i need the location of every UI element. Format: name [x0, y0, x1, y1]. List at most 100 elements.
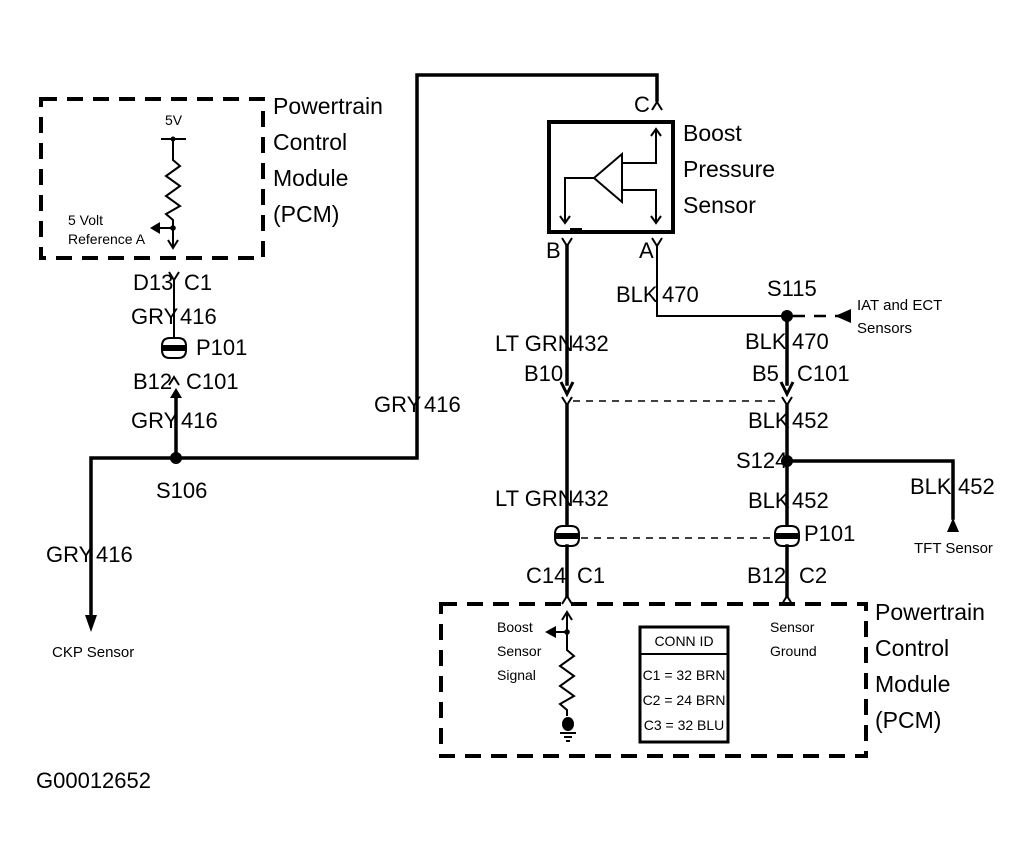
- sensor-internal-a: [622, 189, 657, 223]
- wire-upper-circuit: 416: [180, 304, 217, 329]
- figure-id: G00012652: [36, 768, 151, 793]
- pcm-top-title-1: Powertrain: [273, 93, 383, 119]
- amplifier-icon: [592, 151, 623, 205]
- splice-s124-label: S124: [736, 448, 787, 473]
- ckp-sensor-label: CKP Sensor: [52, 644, 134, 661]
- splice-s115-label: S115: [767, 276, 817, 301]
- wire-sensor-color: GRY: [374, 392, 422, 417]
- pcm-bottom-title-4: (PCM): [875, 707, 941, 733]
- output-arrow-icon: [167, 239, 179, 250]
- tft-arrow-icon: [947, 518, 959, 532]
- pullup-resistor-icon: [164, 139, 182, 246]
- reference-arrow-icon: [150, 222, 160, 234]
- voltage-5v-label: 5V: [165, 112, 183, 128]
- wire-lower-circuit: 416: [181, 408, 218, 433]
- pcm-top-title-2: Control: [273, 129, 347, 155]
- pcm-pin-d13: D13: [133, 270, 173, 295]
- inline-connector-signal-icon: [553, 525, 581, 547]
- wire-432-lower-color: LT GRN: [495, 486, 574, 511]
- c14-pin-fork-icon: [561, 594, 573, 605]
- wire-sensor-circuit: 416: [424, 392, 461, 417]
- pcm-top-title-4: (PCM): [273, 201, 339, 227]
- sensor-internal-c: [622, 130, 657, 164]
- wire-gry-416-ckp: [89, 456, 178, 620]
- wire-ckp-circuit: 416: [96, 542, 133, 567]
- sensor-title-3: Sensor: [683, 192, 756, 218]
- tft-sensor-label: TFT Sensor: [914, 540, 993, 557]
- pcm-pin-c14: C14: [526, 563, 566, 588]
- sensor-title-2: Pressure: [683, 156, 775, 182]
- ground-down-arrow-icon: [779, 381, 795, 398]
- wire-blk-452-tft: [785, 459, 955, 520]
- wire-lower-color: GRY: [131, 408, 179, 433]
- ckp-arrow-icon: [85, 615, 97, 632]
- pcm-connector-c2: C2: [799, 563, 827, 588]
- sensor-pin-c: C: [634, 92, 650, 117]
- iat-ect-arrow-icon: [835, 309, 851, 323]
- wire-470-b-circuit: 470: [792, 329, 829, 354]
- reference-label-2: Reference A: [68, 231, 146, 247]
- boost-signal-label-3: Signal: [497, 667, 536, 683]
- pcm-bottom-title-2: Control: [875, 635, 949, 661]
- inline-connector-p101-icon: [160, 337, 188, 359]
- signal-arrow-icon: [545, 626, 556, 638]
- inline-connector-p101-ground: P101: [804, 521, 855, 546]
- c101-pin-fork-icon: [168, 375, 180, 386]
- wire-upper-color: GRY: [131, 304, 179, 329]
- inline-connector-p101-ground-icon: [773, 525, 801, 547]
- pcm-pin-b12: B12: [747, 563, 786, 588]
- sensor-pin-a: A: [639, 238, 654, 263]
- splice-s106-label: S106: [156, 478, 207, 503]
- wire-452-d-color: BLK: [748, 488, 790, 513]
- c101-up-arrow-icon: [170, 388, 182, 398]
- c101-pin-b12: B12: [133, 369, 172, 394]
- conn-id-row-2: C2 = 24 BRN: [643, 692, 726, 708]
- conn-id-row-3: C3 = 32 BLU: [644, 717, 725, 733]
- wire-470-a-color: BLK: [616, 282, 658, 307]
- boost-signal-label-1: Boost: [497, 619, 533, 635]
- wire-452-c-circuit: 452: [792, 408, 829, 433]
- c101-pin-b10: B10: [524, 361, 563, 386]
- pcm-bottom-boundary: [439, 602, 868, 758]
- sensor-ground-label-2: Ground: [770, 643, 817, 659]
- sensor-internal-b: [564, 177, 594, 223]
- boost-pressure-sensor: C Boost Pressure Sensor B A: [546, 92, 775, 263]
- circuit-416: D13 C1 GRY 416 P101 B12 C101 GRY 416 S10…: [46, 73, 659, 661]
- conn-id-row-1: C1 = 32 BRN: [643, 667, 726, 683]
- sensor-arrow-up-icon: [650, 127, 662, 137]
- pcm-bottom-title-3: Module: [875, 671, 950, 697]
- boost-signal-label-2: Sensor: [497, 643, 542, 659]
- conn-id-header: CONN ID: [654, 633, 713, 649]
- conn-id-table: CONN ID C1 = 32 BRN C2 = 24 BRN C3 = 32 …: [638, 625, 730, 744]
- ground-node: [562, 717, 574, 731]
- pulldown-resistor-icon: [558, 640, 576, 716]
- c101-pin-b5: B5: [752, 361, 779, 386]
- pcm-top-boundary: [39, 97, 265, 260]
- wire-432-lower-circuit: 432: [572, 486, 609, 511]
- wire-470-a-circuit: 470: [662, 282, 699, 307]
- pcm-bottom-title-1: Powertrain: [875, 599, 985, 625]
- pcm-bottom-module: Powertrain Control Module (PCM) Boost Se…: [439, 599, 985, 758]
- conn-id-border: [638, 625, 730, 744]
- signal-down-arrow-icon: [559, 381, 575, 398]
- wire-452-d-circuit: 452: [792, 488, 829, 513]
- sensor-arrow-down-b-icon: [559, 215, 571, 225]
- sensor-pin-b: B: [546, 238, 561, 263]
- sensor-pin-c-fork-icon: [651, 100, 663, 111]
- sensor-title-1: Boost: [683, 120, 742, 146]
- reference-label-1: 5 Volt: [68, 212, 103, 228]
- iat-ect-label-1: IAT and ECT: [857, 297, 942, 314]
- c101-connector-ground: C101: [797, 361, 850, 386]
- wire-432-upper-circuit: 432: [572, 331, 609, 356]
- wire-tft-color: BLK: [910, 474, 952, 499]
- pcm-connector-c1: C1: [184, 270, 212, 295]
- wire-gry-416-to-sensor: [174, 73, 659, 460]
- wire-blk-470-a: [656, 246, 787, 317]
- b12-pin-fork-icon: [781, 594, 793, 605]
- sensor-arrow-down-a-icon: [650, 215, 662, 225]
- wire-470-b-color: BLK: [745, 329, 787, 354]
- iat-ect-label-2: Sensors: [857, 320, 912, 337]
- c101-connector-label: C101: [186, 369, 239, 394]
- pcm-top-title-3: Module: [273, 165, 348, 191]
